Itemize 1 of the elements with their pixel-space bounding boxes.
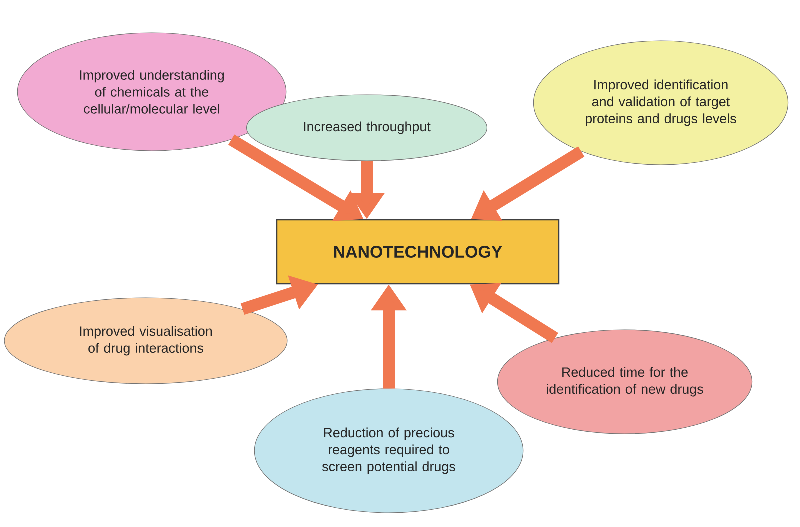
title-box: NANOTECHNOLOGY bbox=[276, 219, 560, 285]
